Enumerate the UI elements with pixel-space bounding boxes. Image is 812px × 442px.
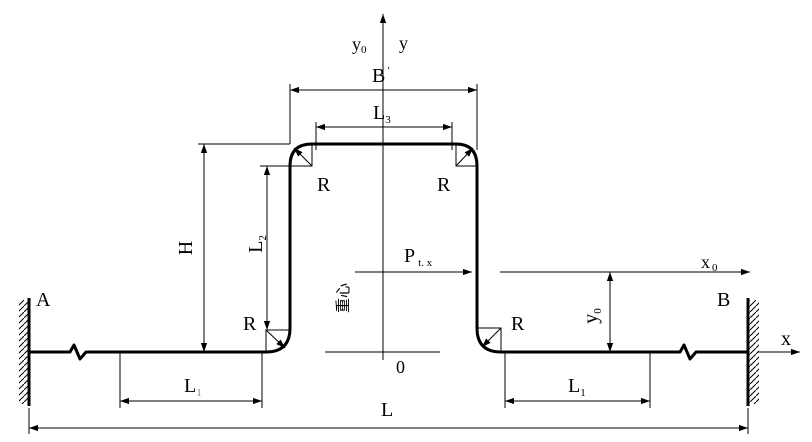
label-r-bottom-right: R xyxy=(511,313,525,335)
label-origin: 0 xyxy=(396,357,405,377)
label-l1-right: L1 xyxy=(568,375,586,399)
radius-markers xyxy=(265,144,502,352)
label-l2: L2 xyxy=(245,235,269,253)
label-l3: L3 xyxy=(373,102,391,126)
label-r-top-right: R xyxy=(437,174,451,196)
extension-lines xyxy=(28,84,750,434)
label-r-top-left: R xyxy=(317,174,331,196)
axes xyxy=(355,14,800,360)
label-y: y xyxy=(399,33,408,53)
label-l-total: L xyxy=(381,399,393,421)
pipe-loop xyxy=(29,142,748,361)
label-a: A xyxy=(36,289,51,311)
label-b: B xyxy=(717,289,730,311)
label-y0: y0 xyxy=(352,34,367,56)
dimension-lines xyxy=(29,86,748,432)
label-x: x xyxy=(781,328,791,350)
label-centroid: 重心 xyxy=(334,283,352,313)
label-h: H xyxy=(175,241,197,255)
label-y-bar: y0 xyxy=(580,308,604,324)
anchor-wall-a xyxy=(19,298,31,406)
anchor-wall-b xyxy=(746,298,759,406)
label-r-bottom-left: R xyxy=(243,313,257,335)
label-l1-left: L1 xyxy=(184,375,202,399)
label-b-prime: B′ xyxy=(372,65,390,87)
